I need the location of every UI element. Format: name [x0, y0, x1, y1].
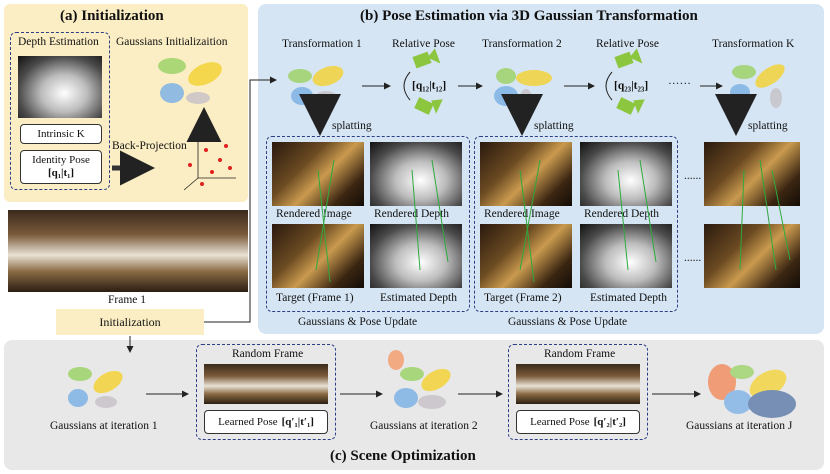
init-to-pose-connector — [204, 76, 277, 323]
transformation-ellipsis: ······ — [668, 78, 691, 90]
frame-1-image — [8, 210, 248, 292]
learned-pose-label-1: Learned Pose — [218, 416, 278, 428]
gaussians-transform-k — [730, 64, 785, 108]
camera-icon — [614, 48, 645, 115]
estimated-depth-label-2: Estimated Depth — [590, 292, 667, 304]
dots-bottom: ...... — [684, 252, 702, 264]
random-frame-label-1: Random Frame — [232, 348, 304, 360]
update-label-1: Gaussians & Pose Update — [298, 316, 418, 328]
splatting-label-1: splatting — [332, 120, 372, 132]
gaussians-iter-1 — [68, 367, 123, 408]
update-group-2 — [474, 136, 678, 312]
rendered-image-k — [704, 142, 800, 206]
gaussians-init-blobs — [158, 58, 222, 104]
random-frame-label-2: Random Frame — [544, 348, 616, 360]
gaussians-iter-2 — [388, 350, 451, 409]
target-label-2: Target (Frame 2) — [484, 292, 562, 304]
identity-pose-label: Identity Pose — [32, 154, 90, 166]
learned-pose-box-2: Learned Pose [q′₂|t′₂] — [516, 410, 640, 434]
panel-c-title: (c) Scene Optimization — [330, 448, 476, 464]
splatting-label-k: splatting — [748, 120, 788, 132]
random-frame-image-1 — [204, 364, 328, 404]
frame-1-label: Frame 1 — [108, 294, 147, 306]
rendered-depth-label-1: Rendered Depth — [374, 208, 450, 220]
gaussians-iter-j-label: Gaussians at iteration J — [686, 420, 793, 432]
learned-pose-formula-1: [q′₁|t′₁] — [281, 416, 314, 428]
gaussian-blob-green — [158, 58, 186, 74]
panel-b-title: (b) Pose Estimation via 3D Gaussian Tran… — [360, 8, 698, 24]
rendered-image-2 — [480, 142, 572, 206]
splatting-label-2: splatting — [534, 120, 574, 132]
intrinsic-label: Intrinsic K — [37, 128, 85, 140]
match-lines-2 — [519, 159, 657, 283]
transformation-2-label: Transformation 2 — [482, 38, 562, 50]
update-label-2: Gaussians & Pose Update — [508, 316, 628, 328]
gaussians-initialization-label: Gaussians Initializaition — [116, 36, 228, 48]
point-cloud — [183, 140, 236, 191]
relative-pose-1-label: Relative Pose — [392, 38, 455, 50]
depth-map-image — [18, 56, 102, 118]
gaussians-transform-2 — [494, 68, 552, 107]
learned-pose-box-1: Learned Pose [q′₁|t′₁] — [204, 410, 328, 434]
identity-pose-box: Identity Pose [q₁|t₁] — [20, 150, 102, 184]
gaussians-iter-2-label: Gaussians at iteration 2 — [370, 420, 478, 432]
back-projection-label: Back-Projection — [112, 140, 187, 152]
match-lines-k — [739, 159, 791, 271]
rendered-depth-1 — [370, 142, 462, 206]
camera-icon — [412, 48, 443, 115]
dots-top: ...... — [684, 170, 702, 182]
transformation-k-label: Transformation K — [712, 38, 795, 50]
gaussians-transform-1 — [288, 65, 344, 105]
update-group-1 — [266, 136, 470, 312]
intrinsic-box: Intrinsic K — [20, 124, 102, 144]
gaussian-blob-gray — [186, 92, 210, 104]
gaussian-blob-yellow — [188, 62, 222, 86]
panel-a-title: (a) Initialization — [60, 8, 164, 24]
random-frame-group-2 — [508, 344, 648, 440]
relative-pose-2-formula: [q₂₃|t₂₃] — [614, 80, 649, 92]
random-frame-group-1 — [196, 344, 336, 440]
initialization-bar-label: Initialization — [99, 314, 161, 329]
depth-estimation-group — [10, 32, 110, 190]
estimated-depth-label-1: Estimated Depth — [380, 292, 457, 304]
identity-pose-formula: [q₁|t₁] — [47, 167, 75, 179]
rendered-image-label-2: Rendered Image — [484, 208, 560, 220]
match-lines-1 — [315, 159, 449, 283]
initialization-bar: Initialization — [56, 309, 204, 335]
estimated-depth-2 — [580, 224, 672, 288]
depth-estimation-label: Depth Estimation — [18, 36, 99, 48]
gaussians-iter-1-label: Gaussians at iteration 1 — [50, 420, 158, 432]
rendered-image-label-1: Rendered Image — [276, 208, 352, 220]
relative-pose-1-formula: [q₁₂|t₁₂] — [412, 80, 447, 92]
learned-pose-formula-2: [q′₂|t′₂] — [593, 416, 626, 428]
gaussians-iter-j — [708, 364, 796, 418]
learned-pose-label-2: Learned Pose — [530, 416, 590, 428]
random-frame-image-2 — [516, 364, 640, 404]
rendered-depth-label-2: Rendered Depth — [584, 208, 660, 220]
relative-pose-2-label: Relative Pose — [596, 38, 659, 50]
gaussian-blob-blue — [160, 83, 184, 103]
target-image-k — [704, 224, 800, 288]
transformation-1-label: Transformation 1 — [282, 38, 362, 50]
rendered-depth-2 — [580, 142, 672, 206]
target-label-1: Target (Frame 1) — [276, 292, 354, 304]
